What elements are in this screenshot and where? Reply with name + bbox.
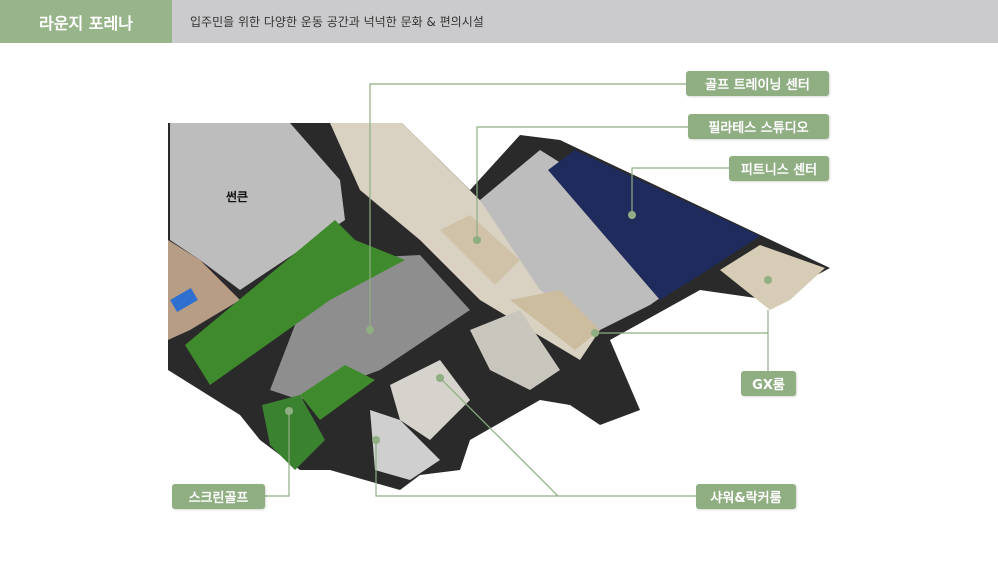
location-dots bbox=[285, 211, 772, 444]
label-fitness-center: 피트니스 센터 bbox=[729, 156, 829, 181]
sunken-label: 썬큰 bbox=[226, 190, 249, 204]
small-room bbox=[510, 290, 600, 350]
golf-turf-2 bbox=[300, 365, 375, 420]
deck bbox=[168, 240, 240, 340]
page-subtitle: 입주민을 위한 다양한 운동 공간과 넉넉한 문화 & 편의시설 bbox=[190, 15, 484, 29]
ping-pong-table bbox=[170, 287, 198, 313]
fitness-floor-gray bbox=[480, 150, 700, 330]
header-bar: 라운지 포레나 입주민을 위한 다양한 운동 공간과 넉넉한 문화 & 편의시설 bbox=[0, 0, 998, 43]
shower-room bbox=[370, 410, 440, 480]
fitness-floor-navy bbox=[548, 150, 760, 300]
label-gx-room: GX룸 bbox=[741, 371, 796, 396]
gx-room bbox=[720, 245, 825, 310]
golf-turf bbox=[185, 220, 405, 385]
page-title: 라운지 포레나 bbox=[0, 0, 172, 43]
label-golf-training-center: 골프 트레이닝 센터 bbox=[686, 71, 829, 96]
restrooms bbox=[470, 310, 560, 390]
label-shower-locker-room: 샤워&락커룸 bbox=[696, 484, 796, 509]
leader-lines bbox=[265, 83, 769, 497]
locker-room bbox=[390, 360, 470, 440]
label-pilates-studio: 필라테스 스튜디오 bbox=[688, 114, 829, 139]
label-screen-golf: 스크린골프 bbox=[172, 484, 265, 509]
screen-golf-room bbox=[262, 395, 325, 470]
pilates-room bbox=[440, 215, 520, 285]
